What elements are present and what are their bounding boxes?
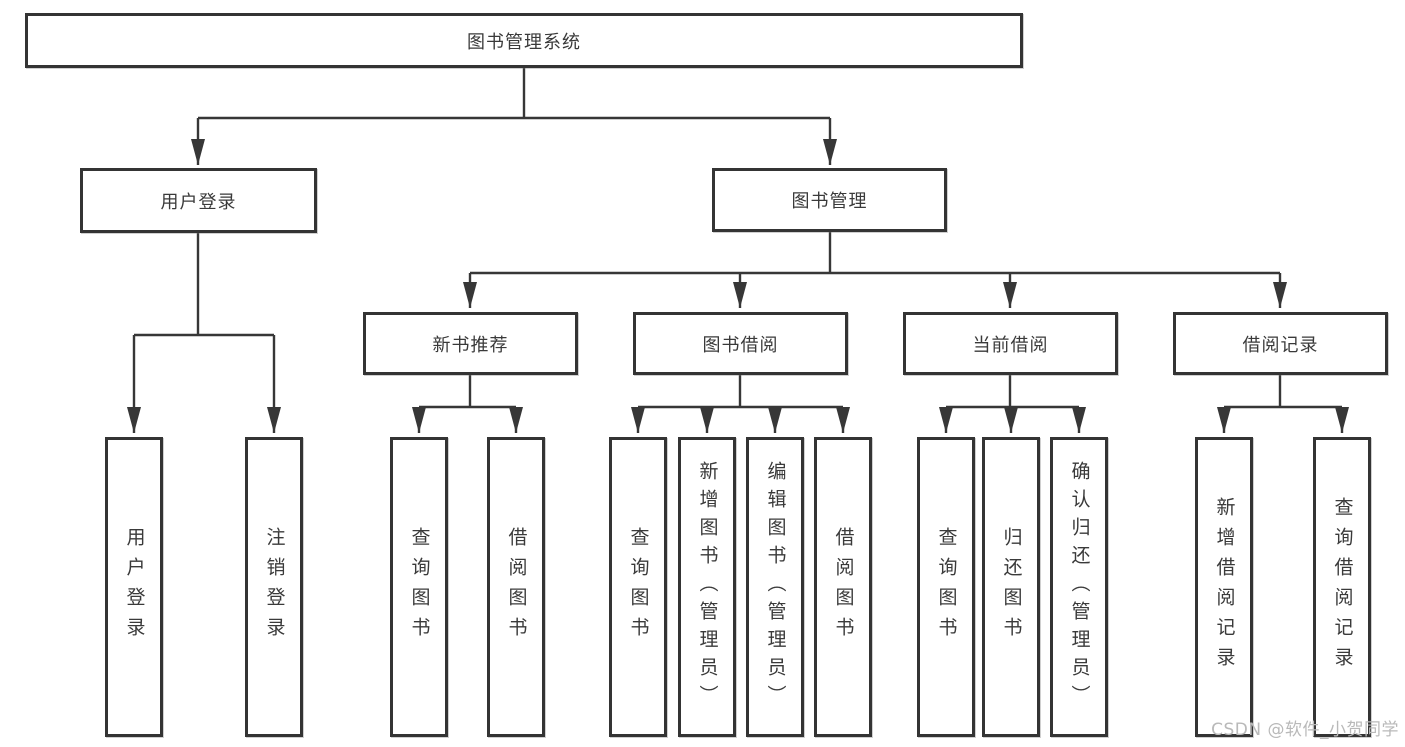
node-label: 查询图书 [627, 527, 650, 647]
leaf-query-books-recommend: 查询图书 [390, 437, 448, 737]
node-label: 用户登录 [123, 527, 146, 647]
leaf-add-borrow-record: 新增借阅记录 [1195, 437, 1253, 737]
leaf-logout: 注销登录 [245, 437, 303, 737]
leaf-edit-books-admin: 编辑图书（管理员） [746, 437, 804, 737]
node-label: 编辑图书（管理员） [764, 461, 787, 713]
node-label: 查询图书 [935, 527, 958, 647]
node-new-book-recommendation: 新书推荐 [363, 312, 578, 375]
node-label: 新增借阅记录 [1213, 497, 1236, 677]
node-label: 查询图书 [408, 527, 431, 647]
leaf-query-books-borrow: 查询图书 [609, 437, 667, 737]
node-current-borrowing: 当前借阅 [903, 312, 1118, 375]
node-label: 借阅图书 [505, 527, 528, 647]
leaf-query-books-current: 查询图书 [917, 437, 975, 737]
leaf-borrow-books-recommend: 借阅图书 [487, 437, 545, 737]
node-label: 新书推荐 [432, 334, 509, 356]
node-label: 图书管理 [791, 191, 868, 212]
leaf-return-books: 归还图书 [982, 437, 1040, 737]
node-label: 图书管理系统 [467, 31, 581, 53]
node-label: 用户登录 [160, 191, 237, 213]
node-label: 注销登录 [263, 527, 286, 647]
leaf-confirm-return-admin: 确认归还（管理员） [1050, 437, 1108, 737]
leaf-user-login: 用户登录 [105, 437, 163, 737]
node-book-borrowing: 图书借阅 [633, 312, 848, 375]
node-book-management: 图书管理 [712, 168, 947, 232]
node-label: 图书借阅 [702, 334, 779, 356]
leaf-query-borrow-record: 查询借阅记录 [1313, 437, 1371, 737]
leaf-borrow-books: 借阅图书 [814, 437, 872, 737]
node-label: 确认归还（管理员） [1068, 461, 1091, 713]
node-label: 当前借阅 [972, 334, 1049, 356]
node-label: 借阅图书 [832, 527, 855, 647]
node-library-management-system: 图书管理系统 [25, 13, 1023, 68]
leaf-add-books-admin: 新增图书（管理员） [678, 437, 736, 737]
node-label: 归还图书 [1000, 527, 1023, 647]
node-borrowing-records: 借阅记录 [1173, 312, 1388, 375]
node-label: 新增图书（管理员） [696, 461, 719, 713]
node-label: 借阅记录 [1242, 334, 1319, 356]
node-label: 查询借阅记录 [1331, 497, 1354, 677]
node-user-login: 用户登录 [80, 168, 317, 233]
